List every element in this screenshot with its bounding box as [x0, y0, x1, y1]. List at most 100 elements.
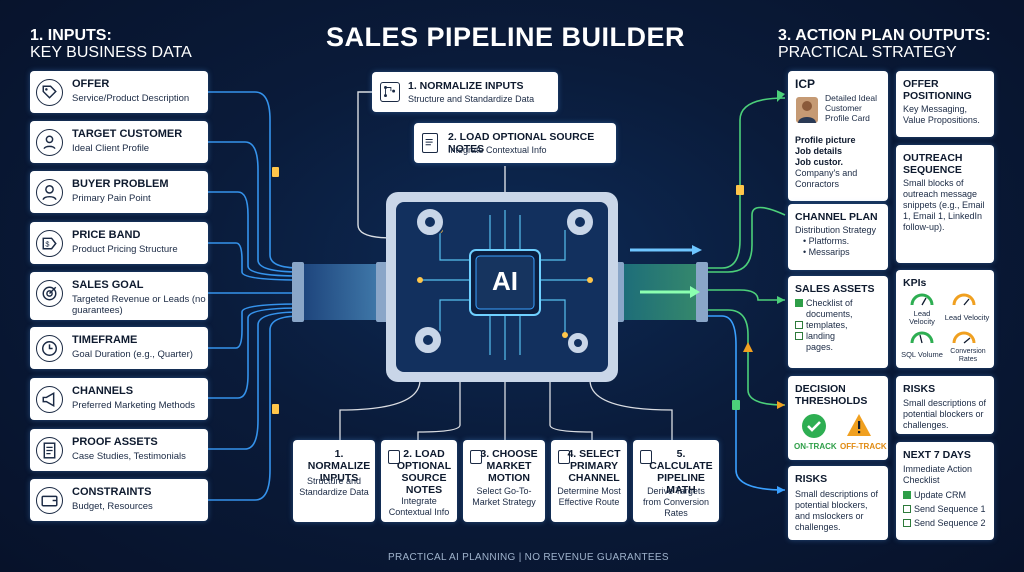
icp-line: Job custor. — [795, 157, 844, 167]
icp-card-label: Detailed Ideal Customer Profile Card — [825, 93, 877, 123]
next-7-days-title: NEXT 7 DAYS — [903, 449, 971, 461]
checkbox-icon — [903, 519, 911, 527]
item-text: templates, — [806, 320, 848, 330]
input-title: CONSTRAINTS — [72, 486, 152, 498]
input-sub: Goal Duration (e.g., Quarter) — [72, 349, 193, 360]
inputs-header-line2: KEY BUSINESS DATA — [30, 44, 192, 61]
input-sub: Case Studies, Testimonials — [72, 451, 186, 462]
input-sub: Targeted Revenue or Leads (no guarantees… — [72, 294, 206, 316]
output-kpis: KPIs Lead Velocity Lead Velocity SQL Vol… — [896, 270, 994, 368]
footer-note: PRACTICAL AI PLANNING | NO REVENUE GUARA… — [388, 552, 669, 563]
channel-plan-title: CHANNEL PLAN — [795, 211, 878, 223]
check-circle-icon — [802, 414, 826, 438]
sales-assets-item: landing — [795, 331, 882, 342]
channel-plan-sub: Distribution Strategy — [795, 225, 877, 235]
user-icon — [36, 179, 63, 206]
step-sub: Determine Most Effective Route — [557, 486, 621, 507]
tag-icon — [36, 79, 63, 106]
input-title: TARGET CUSTOMER — [72, 128, 183, 140]
input-sub: Preferred Marketing Methods — [72, 400, 196, 411]
step-sub: Integrate Contextual Info — [388, 496, 450, 517]
step-title: 3. CHOOSE MARKET MOTION — [480, 448, 538, 484]
input-lines — [208, 91, 301, 501]
megaphone-icon — [36, 386, 63, 413]
kpi-label: Lead Velocity — [909, 309, 935, 326]
output-risks-right: RISKS Small descriptions of potential bl… — [896, 376, 994, 434]
gauge-icon — [952, 330, 976, 344]
risks-sub: Small descriptions of potential blockers… — [903, 398, 987, 430]
person-badge-icon — [36, 129, 63, 156]
bottom-step-3: 3. CHOOSE MARKET MOTION Select Go-To-Mar… — [463, 440, 545, 522]
off-track-label: OFF-TRACK — [840, 442, 887, 451]
offer-positioning-title: OFFER POSITIONING — [903, 78, 972, 102]
top-step-connector — [357, 91, 506, 239]
input-title: SALES GOAL — [72, 279, 144, 291]
input-card-price-band: $ PRICE BAND Product Pricing Structure — [30, 222, 208, 264]
icp-line: Job details — [795, 146, 843, 156]
checkbox-icon — [795, 321, 803, 329]
input-line-markers — [272, 167, 279, 414]
input-sub: Service/Product Description — [72, 93, 190, 104]
document-icon — [558, 450, 570, 464]
input-card-sales-goal: SALES GOAL Targeted Revenue or Leads (no… — [30, 272, 208, 320]
bullet-text: Platforms. — [808, 236, 850, 246]
top-step-sub: Integrate Contextual Info — [448, 145, 547, 155]
sales-assets-item: Checklist of — [795, 298, 882, 309]
document-icon — [388, 450, 400, 464]
next-7-days-sub: Immediate Action Checklist — [903, 464, 973, 485]
input-card-target-customer: TARGET CUSTOMER Ideal Client Profile — [30, 121, 208, 163]
step-title: 1. NORMALIZE INPUTS — [307, 448, 371, 484]
output-channel-plan: CHANNEL PLAN Distribution Strategy • Pla… — [788, 204, 888, 270]
sales-assets-item: pages. — [806, 342, 834, 352]
step-sub: Structure and Standardize Data — [299, 476, 369, 497]
output-decision-thresholds: DECISION THRESHOLDS ON-TRACK OFF-TRACK — [788, 376, 888, 460]
document-icon — [36, 437, 63, 464]
ai-chip-label: AI — [492, 266, 518, 296]
output-icp: ICP Detailed Ideal Customer Profile Card… — [788, 71, 888, 201]
sales-assets-title: SALES ASSETS — [795, 283, 875, 295]
offer-positioning-sub: Key Messaging, Value Propositions. — [903, 104, 980, 125]
flow-icon — [380, 82, 400, 102]
checklist-item: Send Sequence 1 — [903, 504, 988, 515]
bottom-step-connectors — [339, 379, 673, 440]
input-title: PROOF ASSETS — [72, 436, 158, 448]
risks-title: RISKS — [903, 383, 936, 395]
output-line-markers — [732, 90, 785, 494]
step-sub: Derive Targets from Conversion Rates — [642, 486, 710, 518]
outreach-sub: Small blocks of outreach message snippet… — [903, 178, 985, 232]
input-title: OFFER — [72, 78, 110, 90]
bottom-step-1: 1. NORMALIZE INPUTS Structure and Standa… — [293, 440, 375, 522]
outputs-header-line1: 3. ACTION PLAN OUTPUTS: — [778, 27, 991, 44]
bottom-step-5: 5. CALCULATE PIPELINE MATH Derive Target… — [633, 440, 719, 522]
outreach-title: OUTREACH SEQUENCE — [903, 152, 963, 176]
sales-assets-item: templates, — [795, 320, 882, 331]
price-tag-icon: $ — [36, 230, 63, 257]
document-icon — [640, 450, 652, 464]
bullet-text: Messarips — [808, 247, 850, 257]
step-title: 4. SELECT PRIMARY CHANNEL — [567, 448, 621, 484]
kpi-label: Conversion Rates — [950, 348, 986, 363]
step-title: 2. LOAD OPTIONAL SOURCE NOTES — [396, 448, 452, 496]
input-sub: Primary Pain Point — [72, 193, 151, 204]
input-title: BUYER PROBLEM — [72, 178, 169, 190]
step-sub: Select Go-To-Market Strategy — [472, 486, 536, 507]
top-step-title: 1. NORMALIZE INPUTS — [408, 80, 524, 92]
document-icon — [470, 450, 482, 464]
input-sub: Product Pricing Structure — [72, 244, 178, 255]
input-title: CHANNELS — [72, 385, 134, 397]
inputs-header-line1: 1. INPUTS: — [30, 27, 112, 44]
processor-panel — [386, 192, 618, 382]
icp-title: ICP — [795, 77, 816, 91]
item-text: Update CRM — [914, 490, 967, 500]
input-card-proof-assets: PROOF ASSETS Case Studies, Testimonials — [30, 429, 208, 471]
avatar — [796, 97, 818, 123]
item-text: landing — [806, 331, 836, 341]
risks-sub: Small descriptions of potential blockers… — [795, 489, 879, 532]
input-title: PRICE BAND — [72, 229, 141, 241]
checkbox-icon — [903, 491, 911, 499]
input-sub: Ideal Client Profile — [72, 143, 150, 154]
output-lines — [700, 97, 786, 491]
sales-assets-item: documents, — [806, 309, 853, 319]
notes-icon — [422, 133, 438, 153]
svg-text:$: $ — [45, 240, 49, 249]
